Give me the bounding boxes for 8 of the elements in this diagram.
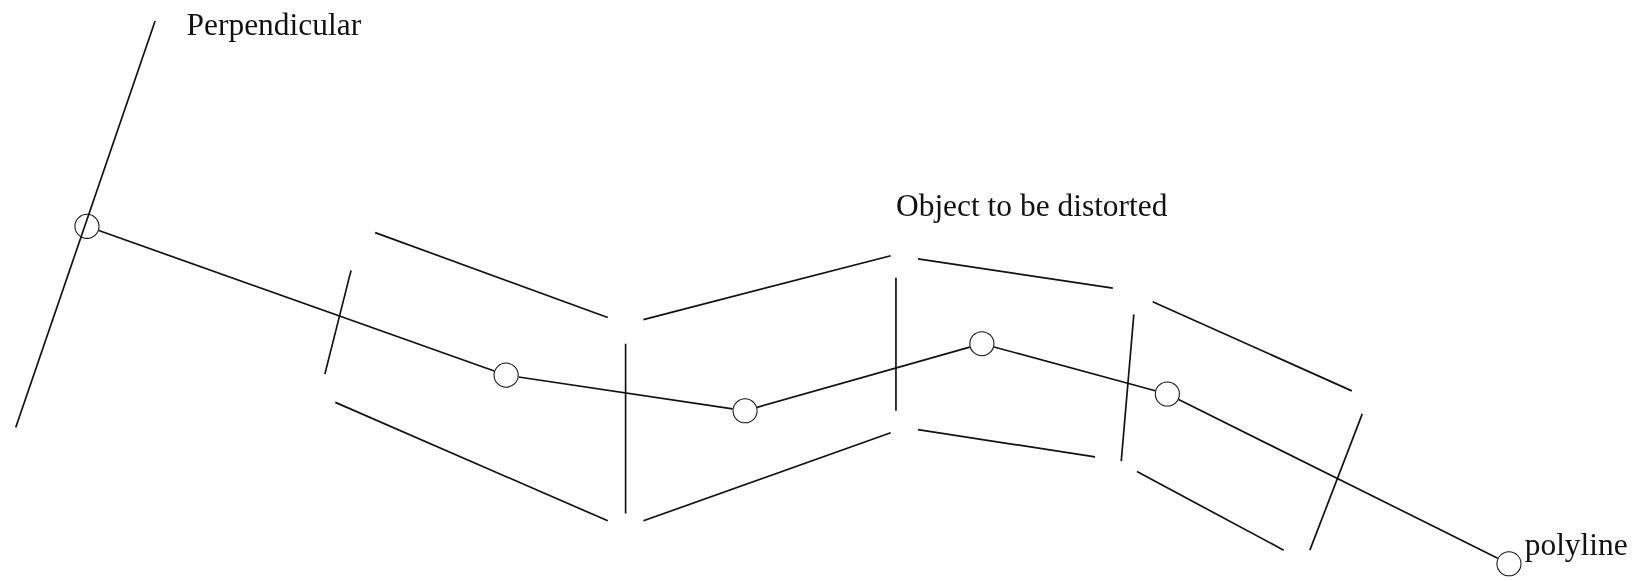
polyline-segment: [517, 376, 734, 410]
polyline-segment: [756, 346, 971, 409]
annotation-text: Object to be distorted: [895, 189, 1168, 222]
polyline-segment: [993, 346, 1157, 392]
annotation-text: Perpendicular: [186, 8, 362, 40]
polyline-segment: [98, 229, 496, 372]
polyline-segment: [1177, 398, 1499, 559]
annotation-text: polyline: [1524, 529, 1628, 561]
